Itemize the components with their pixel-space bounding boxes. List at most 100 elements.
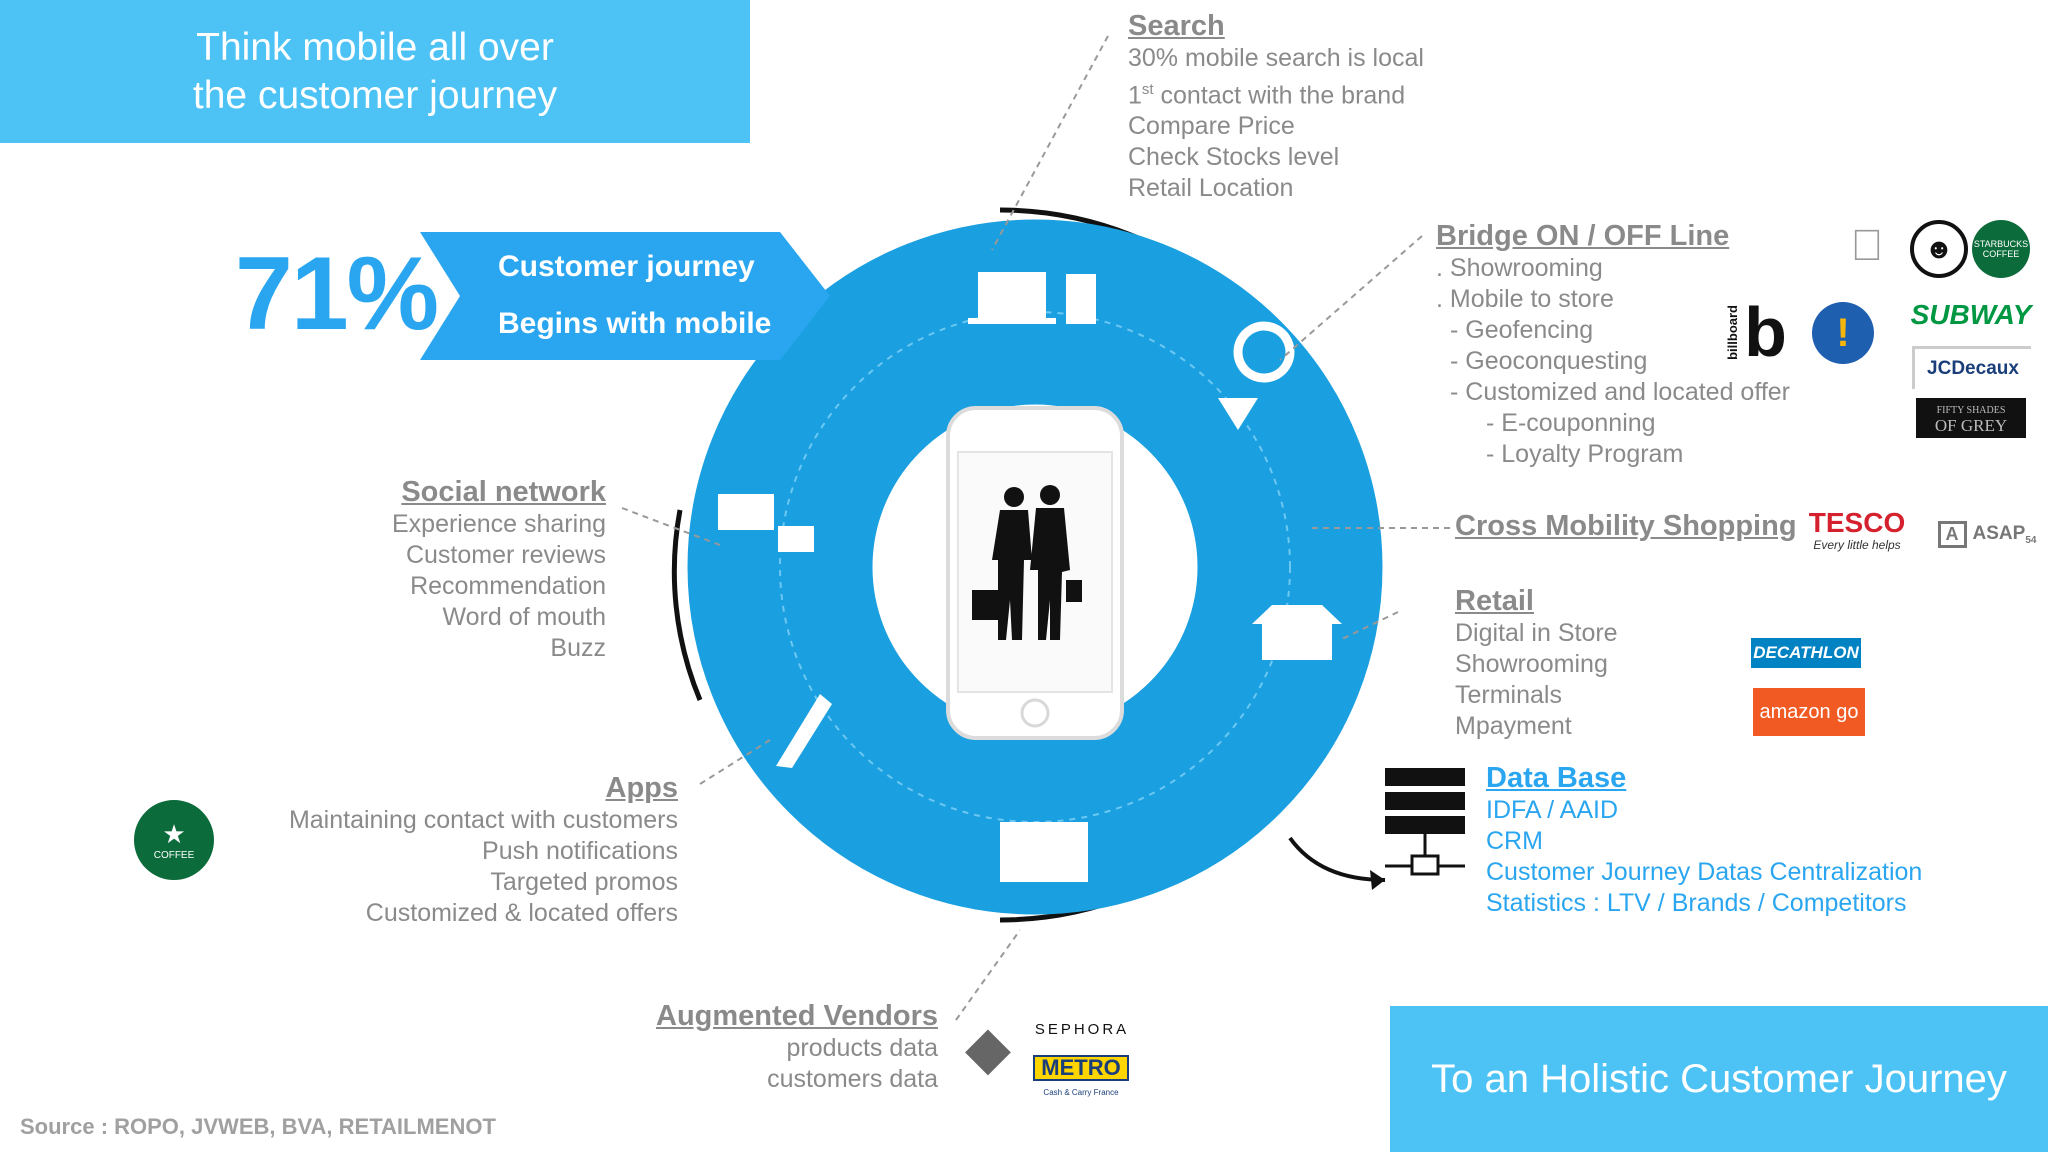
map-pin-tip-icon	[1218, 398, 1258, 430]
search-item-1: 30% mobile search is local	[1128, 44, 1424, 72]
sephora-logo: SEPHORA	[1034, 1020, 1130, 1038]
source-note: Source : ROPO, JVWEB, BVA, RETAILMENOT	[20, 1114, 496, 1139]
retail-section: Retail Digital in Store Showrooming Term…	[1455, 585, 1618, 742]
phone-home-button	[1020, 698, 1050, 728]
database-item-2: CRM	[1486, 827, 1543, 855]
starbucks-logo-left: ★ COFFEE	[134, 800, 214, 880]
database-section: Data Base IDFA / AAID CRM Customer Journ…	[1486, 762, 1922, 919]
retail-item-4: Mpayment	[1455, 712, 1572, 740]
social-item-5: Buzz	[550, 634, 606, 662]
waze-logo-icon: ☻	[1910, 220, 1968, 278]
search-item-2-text: contact with the brand	[1153, 81, 1406, 110]
bridge-item-7: - Loyalty Program	[1486, 440, 1684, 468]
stat-line-1: Customer journey	[498, 250, 755, 283]
search-item-2-superscript: st	[1141, 81, 1154, 98]
bridge-item-5: - Customized and located offer	[1450, 378, 1791, 406]
search-item-2: 1st contact with the brand	[1128, 74, 1424, 111]
bridge-item-2: . Mobile to store	[1436, 285, 1614, 313]
metro-logo: METRO Cash & Carry France	[1028, 1054, 1134, 1100]
bridge-item-4: - Geoconquesting	[1450, 347, 1648, 375]
stat-line-2: Begins with mobile	[498, 307, 772, 340]
apps-heading: Apps	[605, 772, 679, 804]
bridge-item-3: - Geofencing	[1450, 316, 1594, 344]
asap-logo: A ASAP 54	[1928, 514, 2046, 554]
appstore-icon	[776, 694, 832, 768]
asap-sub-text: 54	[2025, 535, 2037, 546]
footer-text: To an Holistic Customer Journey	[1431, 1056, 2007, 1101]
starbucks-siren-icon: ★	[162, 819, 186, 849]
retail-item-1: Digital in Store	[1455, 619, 1618, 647]
cross-heading: Cross Mobility Shopping	[1455, 510, 1797, 542]
bridge-item-6: - E-couponning	[1486, 409, 1656, 437]
renault-logo-icon: ◆	[964, 1014, 1012, 1081]
social-item-2: Customer reviews	[405, 541, 606, 569]
vendors-item-2: customers data	[767, 1065, 938, 1093]
outer-arc-left	[671, 509, 703, 701]
phone-screen	[957, 451, 1113, 693]
starbucks-left-coffee-text: COFFEE	[153, 850, 195, 861]
database-item-3: Customer Journey Datas Centralization	[1486, 858, 1923, 886]
screen-icon	[1000, 822, 1088, 882]
tesco-text: TESCO	[1808, 507, 1906, 538]
social-heading: Social network	[401, 476, 606, 508]
laptop-base-icon	[968, 318, 1056, 324]
fiftyshades-line-1: FIFTY SHADES	[1936, 405, 2006, 416]
asap-text: ASAP	[1972, 523, 2026, 544]
database-item-1: IDFA / AAID	[1486, 796, 1618, 824]
title-box: Think mobile all over the customer journ…	[0, 0, 750, 143]
retail-heading: Retail	[1455, 585, 1534, 617]
billboard-text: billboard	[1725, 304, 1741, 360]
cross-section: Cross Mobility Shopping	[1455, 510, 1797, 543]
database-heading: Data Base	[1486, 762, 1627, 794]
title-line-2: the customer journey	[192, 73, 558, 117]
search-section: Search 30% mobile search is local 1st co…	[1128, 10, 1424, 204]
social-item-4: Word of mouth	[442, 603, 606, 631]
social-item-3: Recommendation	[410, 572, 606, 600]
apps-item-2: Push notifications	[482, 837, 678, 865]
metro-text: METRO	[1033, 1054, 1129, 1081]
leclerc-logo: !	[1812, 302, 1874, 364]
starbucks-logo-right: STARBUCKS COFFEE	[1972, 220, 2030, 278]
tesco-logo: TESCO Every little helps	[1802, 508, 1912, 560]
database-arrowhead	[1370, 870, 1385, 890]
starbucks-text: STARBUCKS	[1973, 239, 2029, 249]
social-item-1: Experience sharing	[391, 510, 606, 538]
amazongo-logo: amazon go	[1753, 688, 1865, 736]
title-line-1: Think mobile all over	[196, 25, 554, 69]
starbucks-coffee-text: COFFEE	[1982, 249, 2020, 259]
vendors-section: Augmented Vendors products data customer…	[600, 1000, 938, 1095]
map-pin-icon	[1233, 321, 1295, 383]
stat-banner-text: Customer journey Begins with mobile	[498, 238, 771, 352]
banner-arrow	[420, 232, 830, 360]
search-item-2-number: 1	[1128, 81, 1142, 110]
retail-item-2: Showrooming	[1455, 650, 1608, 678]
shoppers-silhouette	[972, 485, 1082, 640]
laptop-icon	[978, 272, 1046, 318]
asap-bracket-icon: A	[1937, 520, 1967, 548]
tesco-tagline: Every little helps	[1813, 538, 1901, 552]
apps-section: Apps Maintaining contact with customers …	[258, 772, 678, 929]
decathlon-logo: DECATHLON	[1751, 638, 1861, 668]
jcdecaux-logo: JCDecaux	[1912, 346, 2031, 389]
store-icon	[1262, 622, 1332, 660]
search-item-4: Check Stocks level	[1128, 143, 1340, 172]
store-roof-icon	[1252, 605, 1342, 624]
metro-sub-text: Cash & Carry France	[1043, 1087, 1119, 1097]
footer-box: To an Holistic Customer Journey	[1390, 1006, 2048, 1152]
tablet-icon	[1066, 274, 1096, 324]
leader-lines	[621, 35, 1450, 1021]
bridge-section: Bridge ON / OFF Line . Showrooming . Mob…	[1436, 220, 1790, 470]
social-section: Social network Experience sharing Custom…	[330, 476, 606, 664]
ring-icons	[718, 272, 1342, 882]
stat-value: 71%	[235, 236, 439, 352]
apple-logo-icon: 	[1842, 218, 1892, 274]
fiftyshades-logo: FIFTY SHADES OF GREY	[1916, 398, 2026, 438]
server-icon	[1385, 768, 1465, 876]
search-item-5: Retail Location	[1128, 174, 1294, 203]
apps-item-3: Targeted promos	[490, 868, 678, 896]
database-item-4: Statistics : LTV / Brands / Competitors	[1486, 889, 1907, 917]
subway-logo: SUBWAY	[1910, 299, 2032, 330]
vendors-item-1: products data	[786, 1034, 939, 1062]
